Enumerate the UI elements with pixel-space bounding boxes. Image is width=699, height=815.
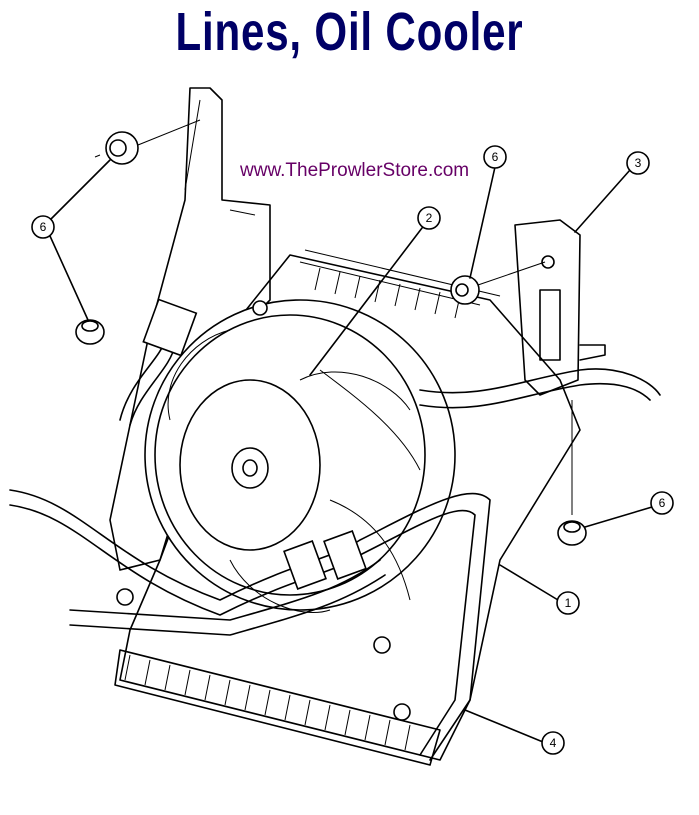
right-bracket	[514, 219, 606, 396]
callout-3: 3	[626, 151, 650, 175]
fan	[144, 299, 456, 614]
svg-text:4: 4	[550, 736, 557, 750]
svg-text:3: 3	[635, 156, 642, 170]
oil-lines	[9, 298, 661, 761]
svg-text:6: 6	[492, 150, 499, 164]
callout-6-lower-right: 6	[650, 491, 674, 515]
page-title: Lines, Oil Cooler	[175, 2, 524, 62]
callout-1: 1	[556, 591, 580, 615]
nuts	[75, 119, 587, 721]
svg-text:6: 6	[40, 220, 47, 234]
callout-6-upper-left: 6	[31, 215, 55, 239]
svg-text:2: 2	[426, 211, 433, 225]
leader-lines	[49, 159, 653, 743]
svg-text:1: 1	[565, 596, 572, 610]
callout-6-upper-right: 6	[483, 145, 507, 169]
website-link[interactable]: www.TheProwlerStore.com	[240, 160, 470, 181]
callout-labels: 6 2 6 3 6 1 4	[31, 145, 674, 755]
callout-2: 2	[417, 206, 441, 230]
callout-4: 4	[541, 731, 565, 755]
svg-text:6: 6	[659, 496, 666, 510]
